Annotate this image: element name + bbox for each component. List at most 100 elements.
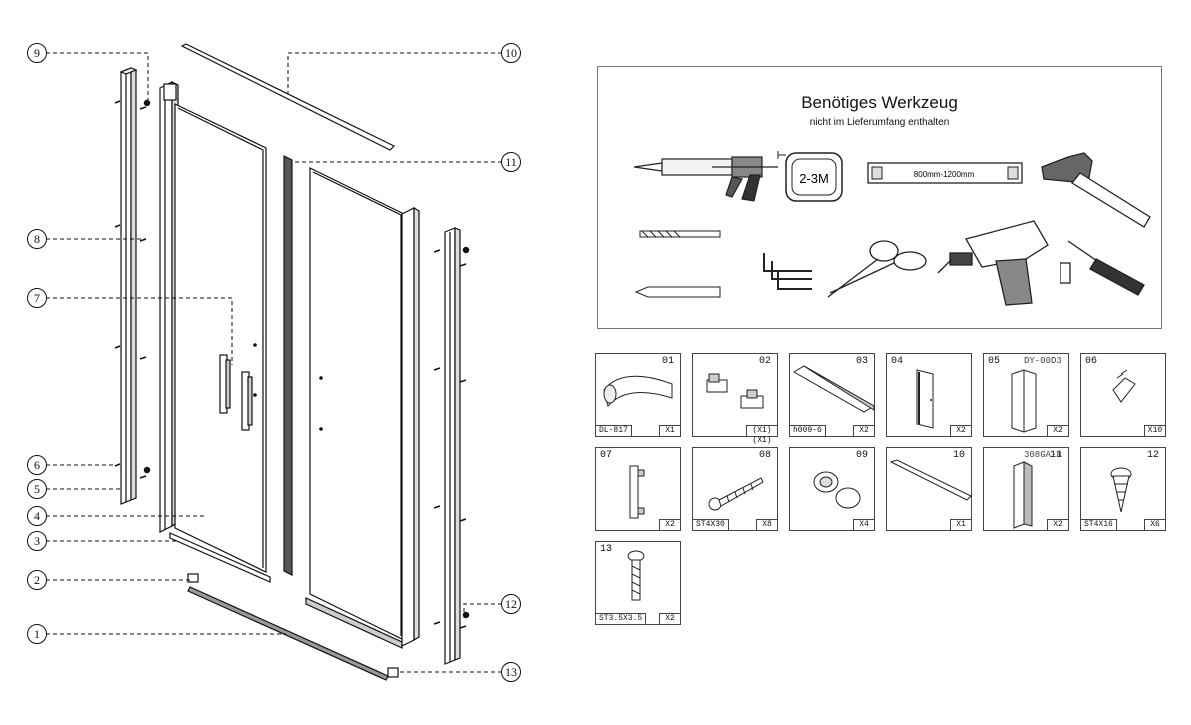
- tools-panel: Benötiges Werkzeug nicht im Lieferumfang…: [597, 66, 1162, 329]
- part-title: 308GA-8: [1024, 450, 1062, 460]
- part-quantity: X1: [950, 519, 971, 530]
- wall-plug-icon: [1112, 369, 1136, 403]
- part-code: DL-817: [596, 425, 632, 436]
- bottom-threshold: [187, 586, 389, 681]
- right-glass-door: [305, 167, 405, 649]
- part-quantity: X1: [659, 425, 680, 436]
- part-quantity: X10: [1144, 425, 1165, 436]
- callout-12: 12: [501, 594, 521, 614]
- part-number: 12: [1146, 450, 1159, 461]
- part-number: 06: [1085, 356, 1098, 367]
- right-door-frame: [401, 206, 420, 647]
- leader-lines: [46, 52, 502, 673]
- tiny-screw-icon: [627, 550, 645, 601]
- bottom-seal-strip: [169, 532, 271, 583]
- top-bar-icon: [889, 459, 972, 501]
- left-wall-screws: [114, 99, 151, 479]
- left-wall-profile: [119, 67, 138, 505]
- tape-label: 2-3M: [799, 171, 829, 186]
- part-quantity: X8: [756, 519, 777, 530]
- screw-cap-icon: [813, 471, 861, 509]
- assembly-drawing: [46, 43, 502, 681]
- part-quantity: X2: [950, 425, 971, 436]
- caulking-gun-icon: [633, 156, 778, 202]
- right-wall-screws: [433, 246, 470, 629]
- part-quantity: X2: [1047, 519, 1068, 530]
- part-quantity: X2: [659, 519, 680, 530]
- part-quantity: (X1)(X1): [746, 425, 777, 445]
- wall-profile-icon: [1011, 369, 1037, 433]
- part-number: 09: [855, 450, 868, 461]
- callout-5: 5: [27, 479, 47, 499]
- part-03: 03 h009-6 X2: [789, 353, 875, 437]
- power-drill-icon: [937, 220, 1049, 306]
- callout-9: 9: [27, 43, 47, 63]
- callout-4: 4: [27, 506, 47, 526]
- glass-door-icon: [916, 369, 934, 429]
- part-number: 07: [600, 450, 613, 461]
- part-number: 05: [988, 356, 1001, 367]
- exploded-diagram: 9 10 11 8 7 6 5 4 3 2 12 1 13: [0, 0, 590, 720]
- part-code: ST4X16: [1081, 519, 1117, 530]
- seal-strip-icon: [793, 365, 875, 413]
- screwdriver-icon: [1060, 240, 1145, 296]
- clip-pair-icon: [706, 373, 764, 409]
- right-wall-profile: [444, 227, 461, 665]
- part-title: DY-00D3: [1024, 356, 1062, 366]
- part-number: 02: [758, 356, 771, 367]
- callout-7: 7: [27, 288, 47, 308]
- part-quantity: X2: [659, 613, 680, 624]
- part-number: 08: [758, 450, 771, 461]
- part-number: 11: [1049, 450, 1062, 461]
- callout-2: 2: [27, 570, 47, 590]
- long-screw-icon: [708, 477, 764, 511]
- callout-1: 1: [27, 624, 47, 644]
- part-number: 03: [855, 356, 868, 367]
- handle-icon: [629, 465, 645, 519]
- tools-title: Benötiges Werkzeug: [801, 93, 958, 112]
- profile-seal-icon: [603, 375, 673, 408]
- drill-bit-icon: [639, 230, 721, 238]
- tape-measure-icon: 2-3M: [777, 151, 843, 202]
- part-quantity: X4: [853, 519, 874, 530]
- magnetic-seal: [283, 155, 293, 576]
- part-number: 01: [661, 356, 674, 367]
- part-code: ST3.5X3.5: [596, 613, 647, 624]
- short-screw-icon: [1110, 467, 1132, 513]
- part-code: h009-6: [790, 425, 826, 436]
- bottom-clip-right: [387, 667, 399, 678]
- callout-11: 11: [501, 152, 521, 172]
- callout-13: 13: [501, 662, 521, 682]
- magnet-profile-icon: [1013, 461, 1033, 529]
- part-code: ST4X30: [693, 519, 729, 530]
- spirit-level-icon: 800mm-1200mm: [867, 162, 1023, 184]
- callout-6: 6: [27, 455, 47, 475]
- part-quantity: X2: [853, 425, 874, 436]
- level-label: 800mm-1200mm: [914, 170, 975, 179]
- callout-3: 3: [27, 531, 47, 551]
- scissors-icon: [827, 240, 927, 298]
- left-glass-door: [174, 103, 267, 573]
- part-number: 13: [600, 544, 613, 555]
- tools-subtitle: nicht im Lieferumfang enthalten: [809, 117, 950, 128]
- part-number: 10: [952, 450, 965, 461]
- top-bar: [180, 43, 396, 151]
- pencil-icon: [634, 286, 721, 298]
- callout-8: 8: [27, 229, 47, 249]
- callout-10: 10: [501, 43, 521, 63]
- hex-keys-icon: [763, 253, 812, 290]
- part-02: 02 (X1)(X1): [692, 353, 778, 445]
- part-number: 04: [891, 356, 904, 367]
- part-quantity: X6: [1144, 519, 1165, 530]
